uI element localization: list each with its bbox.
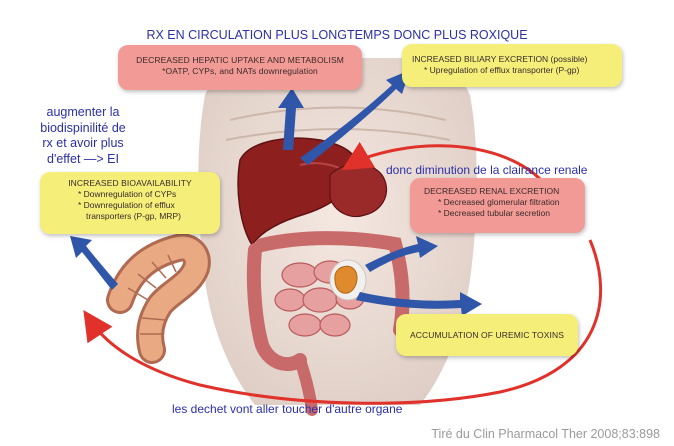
bioavailability-line: * Downregulation of efflux bbox=[78, 200, 175, 210]
intestine-segment bbox=[106, 233, 211, 364]
uremic-toxins-box: ACCUMULATION OF UREMIC TOXINS bbox=[396, 314, 578, 356]
hepatic-uptake-box: DECREASED HEPATIC UPTAKE AND METABOLISM … bbox=[118, 45, 362, 90]
renal-excretion-line: * Decreased glomerular filtration bbox=[438, 197, 560, 207]
arrow-circulation-loop bbox=[83, 239, 603, 405]
bioavailability-line: * Downregulation of CYPs bbox=[78, 189, 177, 199]
arrow-to-biliary bbox=[300, 70, 410, 165]
source-citation: Tiré du Clin Pharmacol Ther 2008;83:898 bbox=[431, 427, 660, 441]
biliary-excretion-box: INCREASED BILIARY EXCRETION (possible) *… bbox=[402, 44, 622, 87]
renal-excretion-box: DECREASED RENAL EXCRETION * Decreased gl… bbox=[410, 178, 585, 233]
hepatic-uptake-line: *OATP, CYPs, and NATs downregulation bbox=[162, 66, 318, 76]
clairance-note: donc diminution de la clairance renale bbox=[386, 163, 588, 177]
bioavailability-box: INCREASED BIOAVAILABILITY * Downregulati… bbox=[40, 172, 220, 234]
bioavailability-title: INCREASED BIOAVAILABILITY bbox=[68, 178, 192, 188]
hepatic-uptake-title: DECREASED HEPATIC UPTAKE AND METABOLISM bbox=[136, 55, 344, 65]
biliary-excretion-title: INCREASED BILIARY EXCRETION (possible) bbox=[412, 54, 588, 64]
renal-excretion-title: DECREASED RENAL EXCRETION bbox=[424, 186, 560, 196]
stomach bbox=[329, 163, 387, 218]
kidney bbox=[334, 265, 358, 294]
blue-arrows bbox=[70, 70, 482, 316]
biliary-excretion-line: * Upregulation of efflux transporter (P-… bbox=[424, 65, 580, 75]
arrow-to-hepatic bbox=[278, 88, 304, 150]
bottom-note: les dechet vont aller toucher d'autre or… bbox=[172, 402, 403, 416]
arrow-to-bioavailability bbox=[70, 236, 118, 290]
bioavailability-note-line: augmenter la bbox=[46, 105, 120, 119]
rib-line bbox=[229, 106, 447, 121]
arrow-to-uremic bbox=[356, 292, 482, 316]
bioavailability-line: transporters (P-gp, MRP) bbox=[86, 211, 181, 221]
rectum bbox=[294, 354, 318, 416]
renal-excretion-line: * Decreased tubular secretion bbox=[438, 208, 550, 218]
bioavailability-note: augmenter la biodispinilité de rx et avo… bbox=[28, 105, 138, 167]
bioavailability-note-line: biodispinilité de bbox=[40, 120, 126, 135]
rib-line bbox=[225, 128, 451, 141]
bioavailability-note-line: d'effet —> EI bbox=[47, 151, 119, 166]
uremic-toxins-title: ACCUMULATION OF UREMIC TOXINS bbox=[409, 329, 565, 340]
bioavailability-note-line: rx et avoir plus bbox=[42, 136, 124, 150]
arrow-to-renal bbox=[365, 236, 438, 272]
page-title: RX EN CIRCULATION PLUS LONGTEMPS DONC PL… bbox=[146, 28, 528, 42]
